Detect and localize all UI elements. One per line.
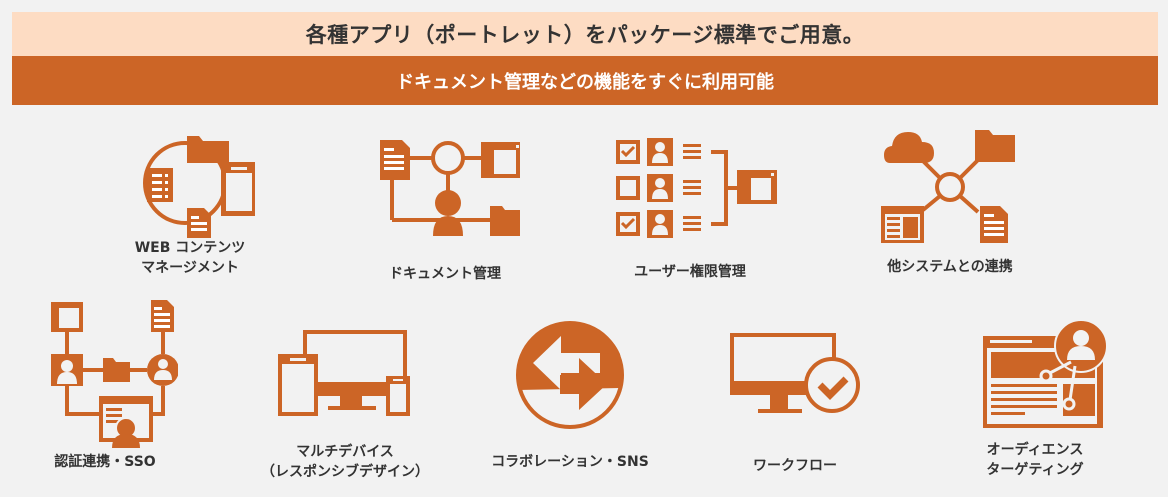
multi-device-icon [277, 330, 410, 416]
feature-label: ワークフロー [753, 458, 837, 474]
feature-web-content-management: WEB コンテンツ マネージメント [110, 128, 270, 278]
collaboration-icon [516, 321, 624, 429]
web-content-management-icon [143, 136, 255, 238]
feature-label: WEB コンテンツ [134, 240, 246, 256]
system-integration-icon [880, 130, 1015, 243]
feature-label: ユーザー権限管理 [634, 264, 746, 280]
feature-label: 認証連携・SSO [54, 454, 156, 470]
feature-label: ドキュメント管理 [389, 266, 501, 282]
user-permission-icon [615, 138, 777, 238]
feature-label: ターゲティング [986, 462, 1084, 478]
feature-label: 他システムとの連携 [887, 259, 1013, 275]
feature-label: オーディエンス [986, 442, 1084, 458]
feature-user-permission: ユーザー権限管理 [600, 138, 780, 282]
feature-system-integration: 他システムとの連携 [870, 128, 1030, 277]
feature-workflow: ワークフロー [720, 333, 870, 476]
feature-document-management: ドキュメント管理 [360, 138, 530, 284]
header-subtitle: ドキュメント管理などの機能をすぐに利用可能 [12, 56, 1158, 105]
header-title: 各種アプリ（ポートレット）をパッケージ標準でご用意。 [12, 12, 1158, 56]
document-management-icon [380, 140, 520, 236]
feature-collaboration: コラボレーション・SNS [485, 320, 655, 472]
feature-label: （レスポンシブデザイン） [261, 464, 429, 480]
feature-label: コラボレーション・SNS [491, 454, 649, 470]
feature-label: マルチデバイス [296, 444, 394, 460]
feature-label: マネージメント [141, 260, 239, 276]
feature-sso: 認証連携・SSO [30, 298, 180, 472]
feature-audience-targeting: オーディエンス ターゲティング [950, 318, 1120, 480]
audience-targeting-icon [982, 319, 1108, 428]
feature-multi-device: マルチデバイス （レスポンシブデザイン） [255, 330, 435, 482]
workflow-icon [730, 333, 860, 413]
sso-icon [50, 300, 178, 448]
